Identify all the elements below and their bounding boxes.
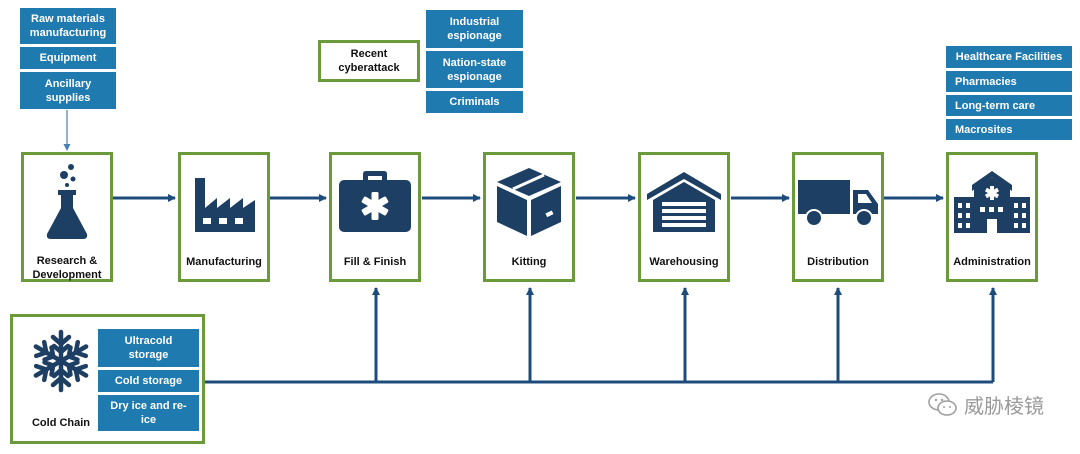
stage-label: Warehousing	[649, 256, 719, 268]
watermark-text: 威胁棱镜	[964, 394, 1044, 418]
factory-icon	[195, 178, 255, 232]
threat-criminals: Criminals	[426, 91, 523, 113]
wechat-icon	[928, 392, 957, 416]
stage-label: Research & Development	[32, 255, 102, 281]
stage-fill-finish: Fill & Finish	[329, 152, 421, 282]
stage-kitting: Kitting	[483, 152, 575, 282]
admin-pharmacies: Pharmacies	[946, 71, 1072, 92]
stage-research-development: Research & Development	[21, 152, 113, 282]
admin-healthcare-facilities: Healthcare Facilities	[946, 46, 1072, 68]
warehouse-icon	[647, 172, 721, 232]
cold-chain-box: Cold Chain Ultracold storage Cold storag…	[10, 314, 205, 444]
cold-chain-cold-storage: Cold storage	[98, 370, 199, 392]
stage-label: Manufacturing	[186, 256, 262, 268]
snowflake-icon	[29, 329, 93, 393]
cold-chain-label: Cold Chain	[31, 417, 91, 429]
stage-distribution: Distribution	[792, 152, 884, 282]
admin-long-term-care: Long-term care	[946, 95, 1072, 116]
stage-label: Administration	[953, 256, 1031, 268]
threat-industrial-espionage: Industrial espionage	[426, 10, 523, 48]
stage-label: Distribution	[807, 256, 869, 268]
input-raw-materials: Raw materials manufacturing	[20, 8, 116, 44]
flask-icon	[46, 164, 88, 239]
input-equipment: Equipment	[20, 47, 116, 69]
cold-chain-ultracold-storage: Ultracold storage	[98, 329, 199, 367]
stage-warehousing: Warehousing	[638, 152, 730, 282]
admin-macrosites: Macrosites	[946, 119, 1072, 140]
box-icon	[497, 168, 561, 236]
stage-label: Fill & Finish	[343, 256, 407, 268]
cold-chain-dry-ice: Dry ice and re- ice	[98, 395, 199, 431]
stage-administration: Administration	[946, 152, 1038, 282]
input-ancillary-supplies: Ancillary supplies	[20, 72, 116, 109]
stage-label: Kitting	[511, 256, 547, 268]
recent-cyberattack-label: Recent cyberattack	[338, 48, 400, 74]
recent-cyberattack-box: Recent cyberattack	[318, 40, 420, 82]
stage-manufacturing: Manufacturing	[178, 152, 270, 282]
medical-case-icon	[339, 171, 411, 232]
watermark: 威胁棱镜	[928, 390, 1044, 419]
truck-icon	[798, 180, 878, 227]
hospital-icon	[954, 171, 1030, 233]
threat-nation-state-espionage: Nation-state espionage	[426, 51, 523, 88]
